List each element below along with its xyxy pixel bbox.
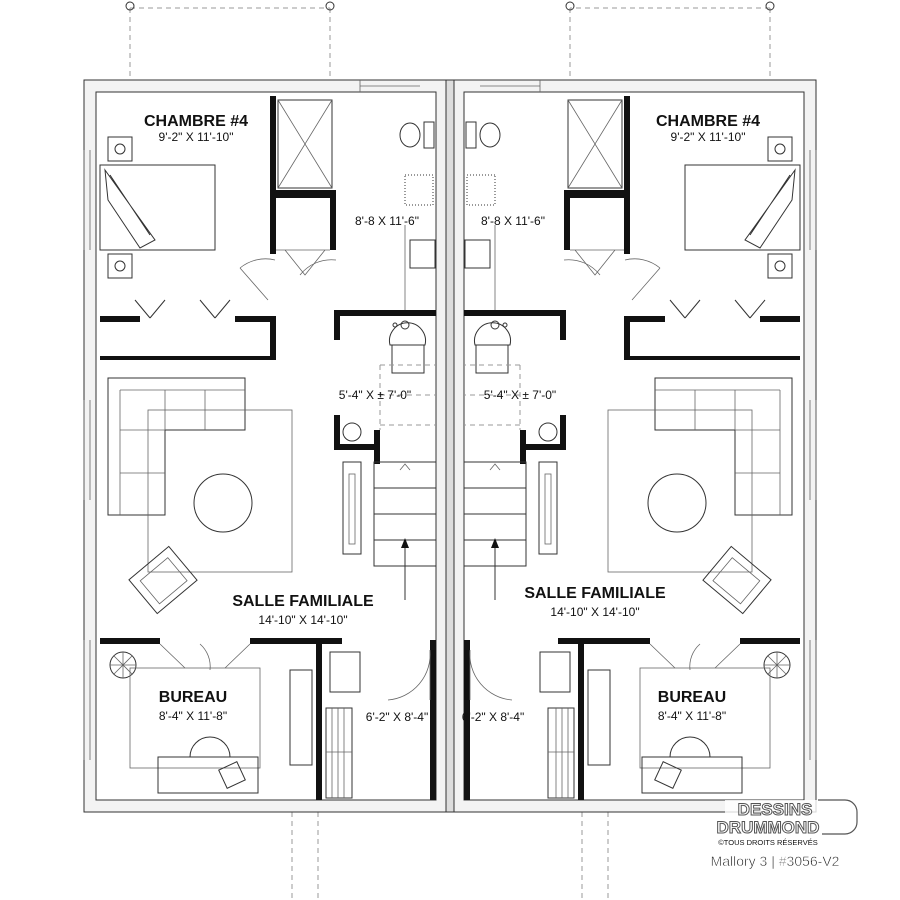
office-dims: 8'-4" X 11'-8" [159,709,227,723]
logo-line2: DRUMMOND [717,818,820,837]
bedroom-label: CHAMBRE #4 [656,113,760,130]
bathroom-dims: 8'-8 X 11'-6" [481,214,545,228]
family-room-dims: 14'-10" X 14'-10" [550,605,639,619]
copyright: ©TOUS DROITS RÉSERVÉS [718,838,817,847]
laundry-dims: 6'-2" X 8'-4" [462,710,524,724]
office-label: BUREAU [159,689,227,706]
family-room-dims: 14'-10" X 14'-10" [258,613,347,627]
office-label: BUREAU [658,689,726,706]
family-room-label: SALLE FAMILIALE [232,593,374,610]
laundry-dims: 6'-2" X 8'-4" [366,710,428,724]
left-unit [83,1,449,900]
party-wall [445,79,455,813]
plan-name: Mallory 3 | #3056-V2 [711,853,840,869]
entry-dims: 5'-4" X ± 7'-0" [339,388,411,402]
bedroom-dims: 9'-2" X 11'-10" [159,130,234,144]
entry-dims: 5'-4" X ± 7'-0" [484,388,556,402]
logo: DESSINS DRUMMOND ©TOUS DROITS RÉSERVÉS [716,799,858,847]
bathroom-dims: 8'-8 X 11'-6" [355,214,419,228]
right-unit [451,1,817,900]
bedroom-label: CHAMBRE #4 [144,113,248,130]
family-room-label: SALLE FAMILIALE [524,585,666,602]
bedroom-dims: 9'-2" X 11'-10" [671,130,746,144]
office-dims: 8'-4" X 11'-8" [658,709,726,723]
logo-line1: DESSINS [738,800,813,819]
